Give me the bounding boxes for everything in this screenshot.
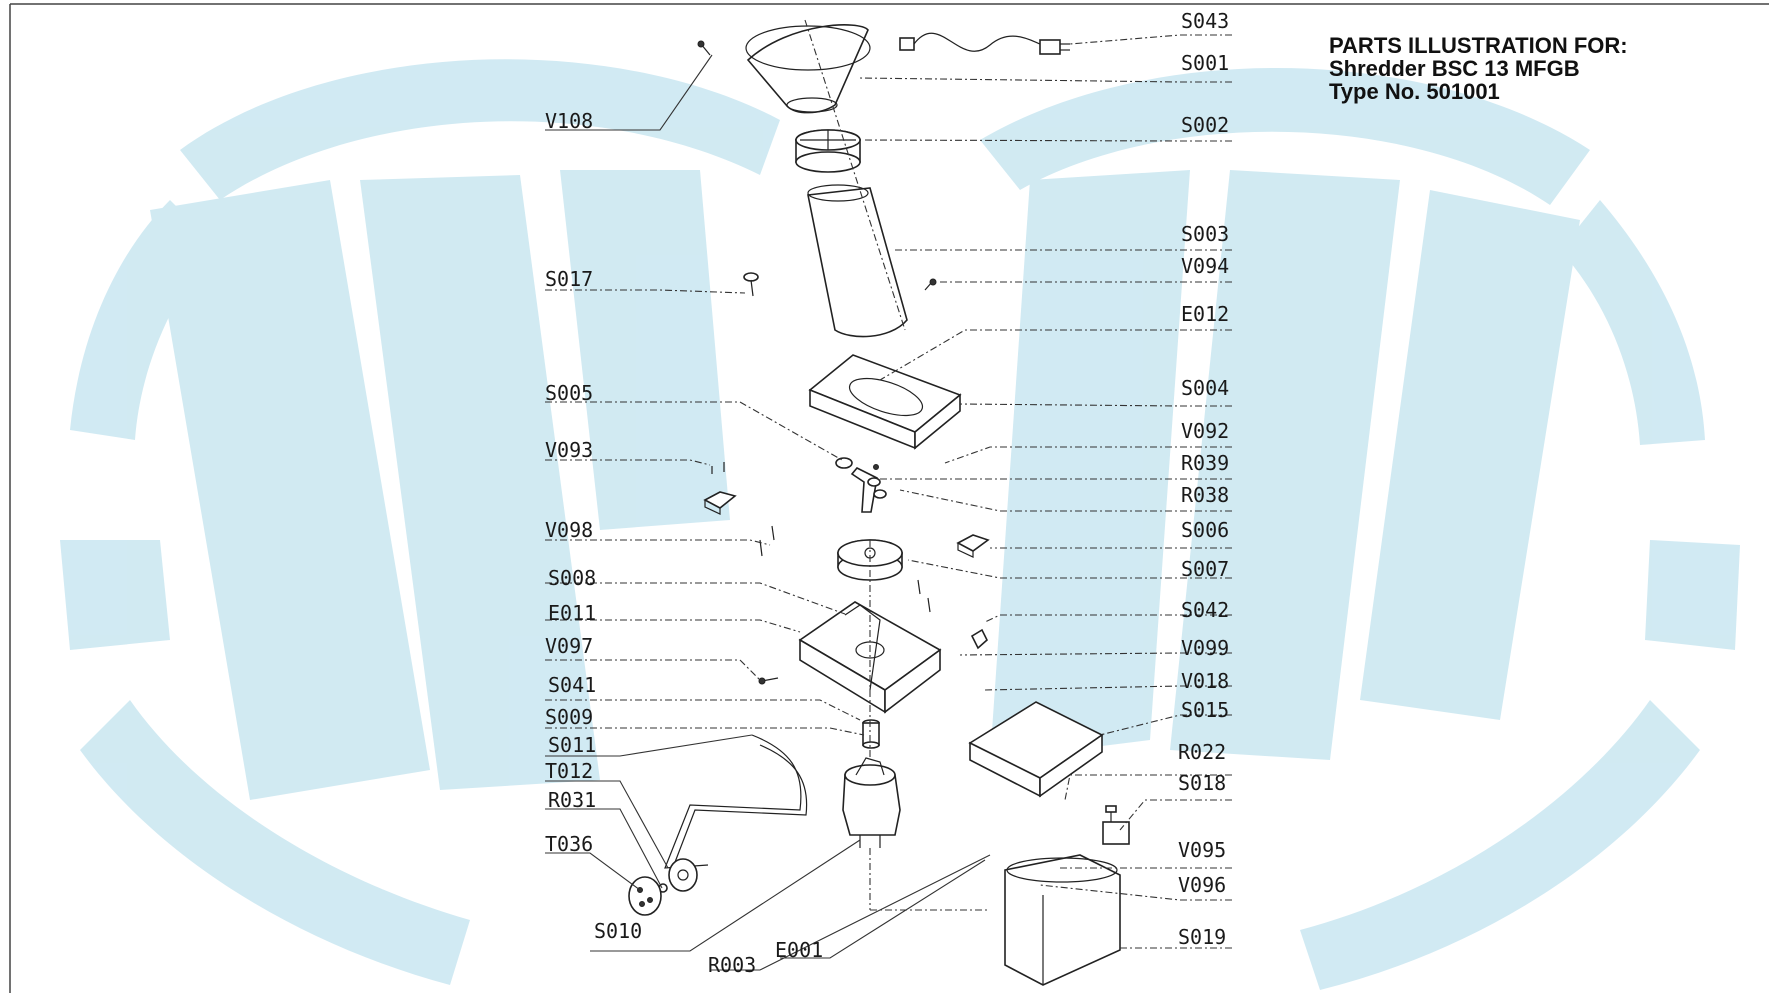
callout-s006: S006 bbox=[1181, 518, 1229, 542]
callout-r031: R031 bbox=[548, 788, 596, 812]
callout-s015: S015 bbox=[1181, 698, 1229, 722]
callouts-left: V108 S017 S005 V093 V098 S008 E011 V097 … bbox=[545, 109, 823, 977]
wheel-assembly bbox=[628, 734, 808, 916]
chute-tube-part bbox=[807, 184, 908, 338]
callouts-right: S043 S001 S002 S003 V094 E012 S004 V092 … bbox=[1178, 9, 1229, 949]
callout-v018: V018 bbox=[1181, 669, 1229, 693]
collection-bin-part bbox=[1004, 854, 1121, 986]
callout-s042: S042 bbox=[1181, 598, 1229, 622]
callout-t036: T036 bbox=[545, 832, 593, 856]
callout-v094: V094 bbox=[1181, 254, 1229, 278]
callout-s019: S019 bbox=[1178, 925, 1226, 949]
title-block: PARTS ILLUSTRATION FOR: Shredder BSC 13 … bbox=[1329, 34, 1689, 103]
callout-v095: V095 bbox=[1178, 838, 1226, 862]
linkage-s005 bbox=[835, 457, 887, 513]
callout-s043: S043 bbox=[1181, 9, 1229, 33]
title-heading: PARTS ILLUSTRATION FOR: bbox=[1329, 33, 1628, 58]
screw-v094 bbox=[924, 278, 937, 291]
callout-s003: S003 bbox=[1181, 222, 1229, 246]
bracket-left-part bbox=[703, 462, 737, 515]
screw-v097 bbox=[758, 677, 779, 685]
knob-s017 bbox=[743, 272, 759, 297]
callout-r003: R003 bbox=[708, 953, 756, 977]
cover-box-part bbox=[968, 701, 1104, 798]
callout-s041: S041 bbox=[548, 673, 596, 697]
callout-v108: V108 bbox=[545, 109, 593, 133]
callout-s005: S005 bbox=[545, 381, 593, 405]
coupler-s009 bbox=[862, 719, 880, 749]
hopper-part bbox=[745, 24, 871, 114]
callout-s017: S017 bbox=[545, 267, 593, 291]
callout-s001: S001 bbox=[1181, 51, 1229, 75]
blade-disc-part bbox=[795, 129, 861, 173]
callout-e001: E001 bbox=[775, 938, 823, 962]
callout-t012: T012 bbox=[545, 759, 593, 783]
callout-v097: V097 bbox=[545, 634, 593, 658]
callout-e012: E012 bbox=[1181, 302, 1229, 326]
callout-s018: S018 bbox=[1178, 771, 1226, 795]
model-name: Shredder BSC 13 MFGB bbox=[1329, 56, 1580, 81]
callout-r039: R039 bbox=[1181, 451, 1229, 475]
callout-v098: V098 bbox=[545, 518, 593, 542]
watermark-logo bbox=[60, 59, 1740, 990]
callout-s011: S011 bbox=[548, 733, 596, 757]
callout-r038: R038 bbox=[1181, 483, 1229, 507]
bracket-right-part bbox=[956, 534, 990, 558]
top-plate-part bbox=[808, 354, 962, 450]
callout-e011: E011 bbox=[548, 601, 596, 625]
type-number: Type No. 501001 bbox=[1329, 79, 1500, 104]
callout-v096: V096 bbox=[1178, 873, 1226, 897]
power-cord-part bbox=[899, 32, 1070, 55]
callout-s002: S002 bbox=[1181, 113, 1229, 137]
callout-v092: V092 bbox=[1181, 419, 1229, 443]
clamp-s042 bbox=[970, 628, 988, 650]
callout-r022: R022 bbox=[1178, 740, 1226, 764]
switch-s018 bbox=[1102, 805, 1130, 845]
callout-v099: V099 bbox=[1181, 636, 1229, 660]
callout-s009: S009 bbox=[545, 705, 593, 729]
callout-s008: S008 bbox=[548, 566, 596, 590]
motor-s010 bbox=[842, 757, 901, 848]
callout-s007: S007 bbox=[1181, 557, 1229, 581]
callout-s004: S004 bbox=[1181, 376, 1229, 400]
callout-s010: S010 bbox=[594, 919, 642, 943]
leader-lines bbox=[545, 19, 1232, 971]
screw-v108 bbox=[697, 40, 711, 56]
callout-v093: V093 bbox=[545, 438, 593, 462]
